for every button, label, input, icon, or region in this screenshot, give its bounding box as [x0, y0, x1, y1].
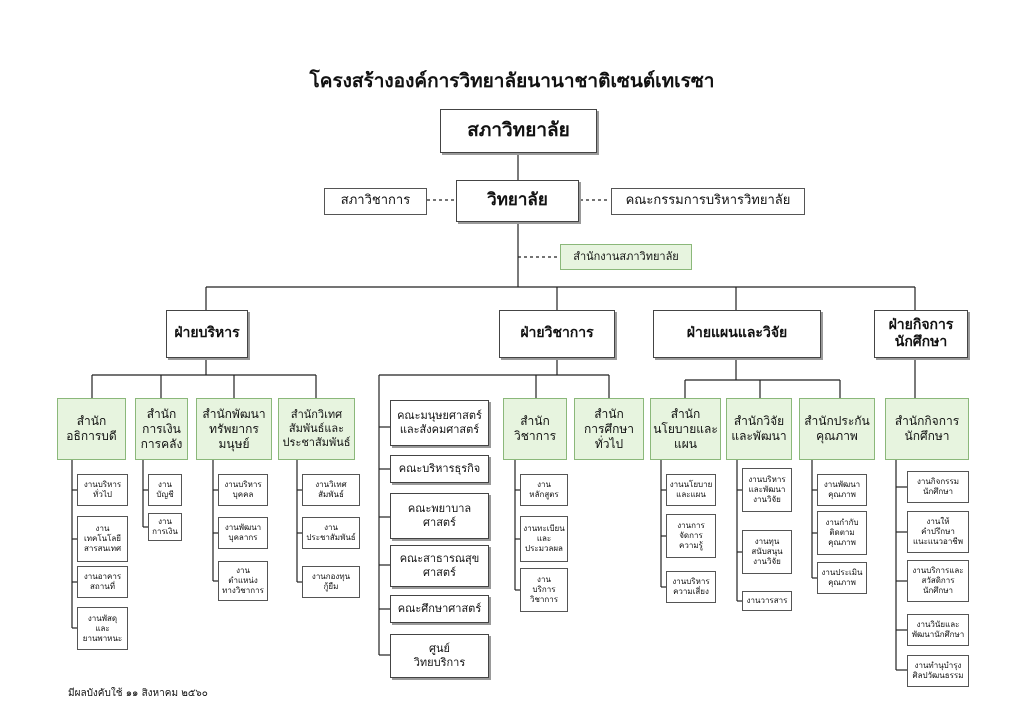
unit-public-relations: งาน ประชาสัมพันธ์: [302, 517, 360, 549]
unit-discipline-development: งานวินัยและ พัฒนานักศึกษา: [907, 614, 969, 646]
division-administration: ฝ่ายบริหาร: [166, 310, 248, 358]
executive-committee-box: คณะกรรมการบริหารวิทยาลัย: [611, 188, 805, 215]
unit-research-administration: งานบริหาร และพัฒนา งานวิจัย: [742, 468, 792, 512]
unit-career-counseling: งานให้ คำปรึกษา แนะแนวอาชีพ: [907, 511, 969, 553]
learning-resource-center: ศูนย์ วิทยบริการ: [390, 634, 489, 678]
unit-information-technology: งาน เทคโนโลยี สารสนเทศ: [77, 516, 128, 562]
division-student-affairs: ฝ่ายกิจการ นักศึกษา: [874, 310, 968, 358]
office-president: สำนัก อธิการบดี: [57, 398, 126, 460]
council-office-box: สำนักงานสภาวิทยาลัย: [560, 244, 692, 270]
unit-finance: งาน การเงิน: [148, 513, 182, 541]
unit-procurement-vehicles: งานพัสดุ และ ยานพาหนะ: [77, 607, 128, 650]
faculty-nursing: คณะพยาบาล ศาสตร์: [390, 493, 489, 539]
office-policy-planning: สำนัก นโยบายและ แผน: [650, 398, 721, 460]
unit-personnel-development: งานพัฒนา บุคลากร: [218, 517, 268, 549]
faculty-humanities-social-sciences: คณะมนุษยศาสตร์ และสังคมศาสตร์: [390, 400, 489, 446]
unit-arts-culture: งานทำนุบำรุง ศิลปวัฒนธรรม: [907, 655, 969, 687]
office-academic: สำนัก วิชาการ: [503, 398, 567, 460]
academic-council-box: สภาวิชาการ: [324, 188, 427, 215]
unit-journal: งานวารสาร: [742, 591, 792, 611]
office-student-affairs: สำนักกิจการ นักศึกษา: [885, 398, 969, 460]
division-academic: ฝ่ายวิชาการ: [499, 310, 615, 358]
unit-research-funding: งานทุน สนับสนุน งานวิจัย: [742, 530, 792, 574]
unit-quality-monitoring: งานกำกับ ติดตาม คุณภาพ: [817, 511, 867, 555]
office-human-resources: สำนักพัฒนา ทรัพยากร มนุษย์: [196, 398, 272, 460]
unit-student-activities: งานกิจกรรม นักศึกษา: [907, 471, 969, 503]
unit-risk-management: งานบริหาร ความเสี่ยง: [666, 571, 716, 603]
unit-student-welfare: งานบริการและ สวัสดิการ นักศึกษา: [907, 560, 969, 602]
unit-quality-assessment: งานประเมิน คุณภาพ: [817, 562, 867, 594]
office-research-development: สำนักวิจัย และพัฒนา: [726, 398, 792, 460]
unit-accounting: งาน บัญชี: [148, 474, 182, 506]
unit-policy-planning: งานนโยบาย และแผน: [666, 474, 716, 506]
unit-academic-services: งาน บริการ วิชาการ: [520, 568, 568, 612]
unit-international-relations: งานวิเทศ สัมพันธ์: [302, 474, 360, 506]
unit-academic-positions: งาน ตำแหน่ง ทางวิชาการ: [218, 561, 268, 601]
page-title: โครงสร้างองค์การวิทยาลัยนานาชาติเซนต์เทเ…: [309, 70, 715, 92]
office-international-pr: สำนักวิเทศ สัมพันธ์และ ประชาสัมพันธ์: [278, 398, 355, 460]
unit-knowledge-management: งานการ จัดการ ความรู้: [666, 514, 716, 558]
faculty-public-health: คณะสาธารณสุข ศาสตร์: [390, 545, 489, 587]
unit-curriculum: งาน หลักสูตร: [520, 474, 568, 506]
unit-personnel-administration: งานบริหาร บุคคล: [218, 474, 268, 506]
college-council-box: สภาวิทยาลัย: [440, 109, 597, 153]
division-planning-research: ฝ่ายแผนและวิจัย: [653, 310, 821, 358]
unit-buildings: งานอาคาร สถานที่: [77, 566, 128, 598]
unit-general-administration: งานบริหาร ทั่วไป: [77, 474, 128, 506]
unit-quality-development: งานพัฒนา คุณภาพ: [817, 474, 867, 506]
college-box: วิทยาลัย: [456, 180, 579, 222]
faculty-education: คณะศึกษาศาสตร์: [390, 595, 489, 623]
effective-date-note: มีผลบังคับใช้ ๑๑ สิงหาคม ๒๕๖๐: [68, 688, 208, 699]
faculty-business-administration: คณะบริหารธุรกิจ: [390, 455, 489, 483]
office-general-education: สำนัก การศึกษา ทั่วไป: [574, 398, 644, 460]
office-quality-assurance: สำนักประกัน คุณภาพ: [799, 398, 875, 460]
office-finance: สำนัก การเงิน การคลัง: [135, 398, 188, 460]
unit-loan-fund: งานกองทุน กู้ยืม: [302, 566, 360, 598]
unit-registration-evaluation: งานทะเบียน และ ประมวลผล: [520, 516, 568, 562]
